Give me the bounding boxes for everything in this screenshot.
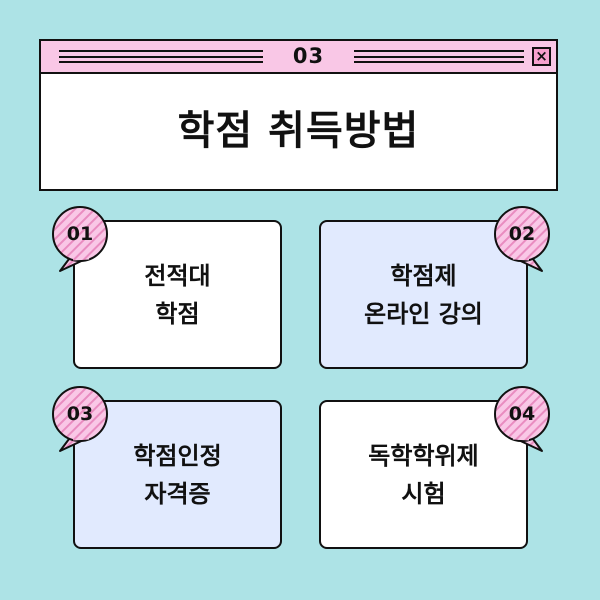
striped-speech-bubble-icon xyxy=(52,206,108,272)
badge-bubble-icon-3: 03 xyxy=(48,385,112,455)
card-title-line-1: 학점제 xyxy=(390,261,457,290)
striped-speech-bubble-icon xyxy=(494,386,550,452)
method-card-4[interactable]: 독학학위제 시험 xyxy=(319,400,528,549)
badge-number: 03 xyxy=(66,403,94,425)
titlebar-grip-lines-right xyxy=(354,50,524,63)
card-title-line-1: 전적대 xyxy=(144,261,211,290)
titlebar-grip-lines-left xyxy=(59,50,263,63)
close-icon[interactable]: × xyxy=(532,47,551,66)
badge-number: 01 xyxy=(66,223,94,245)
striped-speech-bubble-icon xyxy=(52,386,108,452)
page-title: 학점 취득방법 xyxy=(177,108,420,154)
badge-bubble-icon-2: 02 xyxy=(490,205,554,275)
badge-number: 02 xyxy=(508,223,536,245)
card-title-line-2: 학점 xyxy=(155,299,200,328)
card-title-line-2: 자격증 xyxy=(144,479,211,508)
window-titlebar: 03 × xyxy=(41,41,556,74)
title-window: 03 × 학점 취득방법 xyxy=(39,39,558,191)
card-title-line-2: 온라인 강의 xyxy=(364,299,483,328)
card-title-line-1: 독학학위제 xyxy=(368,441,479,470)
window-number: 03 xyxy=(292,44,325,68)
card-title-line-2: 시험 xyxy=(401,479,446,508)
card-title-line-1: 학점인정 xyxy=(133,441,222,470)
striped-speech-bubble-icon xyxy=(494,206,550,272)
method-card-1[interactable]: 전적대 학점 xyxy=(73,220,282,369)
badge-bubble-icon-1: 01 xyxy=(48,205,112,275)
badge-bubble-icon-4: 04 xyxy=(490,385,554,455)
method-card-3[interactable]: 학점인정 자격증 xyxy=(73,400,282,549)
method-card-2[interactable]: 학점제 온라인 강의 xyxy=(319,220,528,369)
badge-number: 04 xyxy=(508,403,536,425)
